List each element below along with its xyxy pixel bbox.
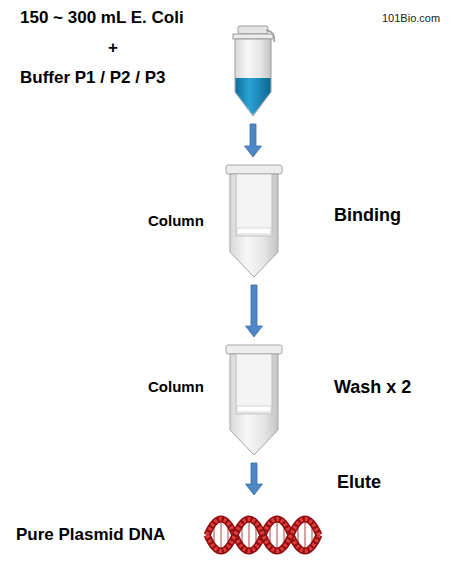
step-label: Binding <box>334 205 401 226</box>
silica-membrane <box>237 228 271 234</box>
base-pair <box>248 519 250 551</box>
base-pair <box>304 519 306 551</box>
blue-liquid <box>236 78 271 115</box>
flow-arrow <box>245 124 262 157</box>
base-pair <box>220 519 222 551</box>
tube-rim <box>233 34 273 39</box>
flow-arrow <box>246 285 263 337</box>
column-step: ColumnWash x 2 <box>226 345 282 455</box>
tube-body <box>235 39 271 116</box>
dna-helix <box>207 519 319 551</box>
spin-column <box>226 165 282 277</box>
step-text: Column <box>148 212 204 229</box>
collection-tube <box>230 174 278 277</box>
column-insert <box>236 174 272 236</box>
silica-membrane <box>237 406 271 412</box>
step-text: Column <box>148 378 204 395</box>
dna-strand-texture <box>207 519 319 551</box>
dna-strand-texture <box>207 519 319 551</box>
collection-tube <box>230 354 278 455</box>
column-rim <box>226 165 282 174</box>
step-text: Pure Plasmid DNA <box>16 525 165 545</box>
sample-tube: 150 ~ 300 mL E. Coli+Buffer P1 / P2 / P3 <box>232 26 274 116</box>
column-step: ColumnBinding <box>226 165 282 277</box>
dna-strand <box>207 519 319 551</box>
spin-column <box>226 345 282 455</box>
step-label: Elute <box>337 472 381 493</box>
step-text: 150 ~ 300 mL E. Coli <box>20 8 184 28</box>
column-rim <box>226 345 282 354</box>
step-label: + <box>108 38 118 58</box>
watermark: 101Bio.com <box>382 12 440 25</box>
step-label: Buffer P1 / P2 / P3 <box>20 68 166 88</box>
dna-strand <box>207 519 319 551</box>
step-label: Wash x 2 <box>334 377 411 398</box>
microtube <box>233 26 274 116</box>
plasmid-product: Pure Plasmid DNA <box>205 503 323 565</box>
base-pair <box>276 519 278 551</box>
column-insert <box>236 354 272 414</box>
flow-arrow <box>246 463 263 495</box>
tube-cap <box>238 26 268 34</box>
